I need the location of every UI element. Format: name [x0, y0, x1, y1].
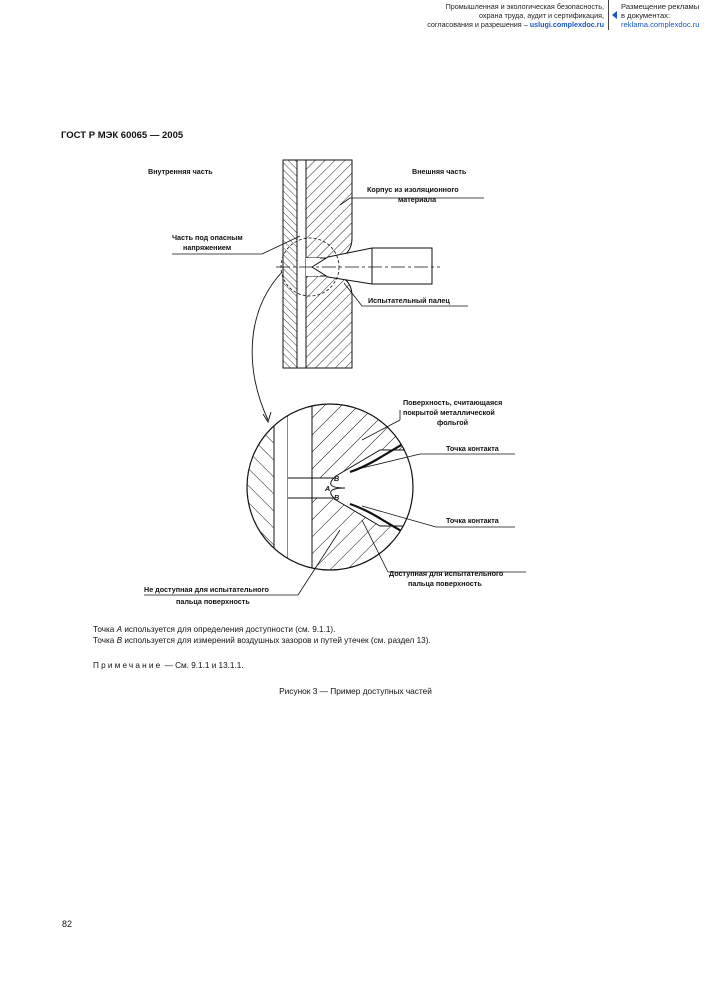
- inner-part-label: Внутренняя часть: [148, 167, 213, 176]
- note: Примечание — См. 9.1.1 и 13.1.1.: [93, 661, 244, 670]
- contact-point-top-label: Точка контакта: [446, 444, 500, 453]
- wall-section-drawing: [276, 159, 440, 369]
- note-text: — См. 9.1.1 и 13.1.1.: [162, 661, 244, 670]
- page-number: 82: [62, 919, 73, 929]
- figure-caption: Рисунок 3 — Пример доступных частей: [279, 686, 432, 696]
- note-label: Примечание: [93, 661, 163, 670]
- point-b-lower-label: B: [334, 493, 339, 502]
- contact-point-bottom-label: Точка контакта: [446, 516, 500, 525]
- line1-suffix: используется для определения доступности…: [122, 625, 336, 634]
- live-part-label-1: Часть под опасным: [172, 233, 243, 242]
- point-a-description: Точка А используется для определения дос…: [93, 624, 335, 635]
- surface-label-2: покрытой металлической: [403, 408, 495, 417]
- ads-line-1: Размещение рекламы: [621, 2, 700, 11]
- housing-label-1: Корпус из изоляционного: [367, 185, 459, 194]
- line1-prefix: Точка: [93, 625, 117, 634]
- surface-label-1: Поверхность, считающаяся: [403, 398, 502, 407]
- banner-line-2: охрана труда, аудит и сертификация,: [479, 11, 604, 20]
- header-banner-ads: Размещение рекламы в документах: reklama…: [621, 2, 711, 29]
- ads-link[interactable]: reklama.complexdoc.ru: [621, 20, 700, 29]
- document-title: ГОСТ Р МЭК 60065 — 2005: [61, 130, 184, 141]
- services-link[interactable]: uslugi.complexdoc.ru: [529, 20, 604, 29]
- line2-prefix: Точка: [93, 636, 117, 645]
- point-b-description: Точка В используется для измерений возду…: [93, 635, 431, 646]
- housing-label-2: материала: [398, 195, 437, 204]
- magnified-detail: [247, 404, 413, 570]
- point-b-upper-label: B: [334, 474, 339, 483]
- point-a-label: A: [324, 484, 330, 493]
- surface-label-3: фольгой: [437, 418, 468, 427]
- header-banner-info: Промышленная и экологическая безопасност…: [408, 2, 604, 29]
- accessible-surface-label-1: Доступная для испытательного: [389, 569, 504, 578]
- arrow-left-icon: [612, 11, 617, 19]
- outer-part-label: Внешняя часть: [412, 167, 467, 176]
- banner-line-3: согласования и разрешения – uslugi.compl…: [408, 20, 604, 29]
- accessible-surface-label-2: пальца поверхность: [408, 579, 482, 588]
- live-part-label-2: напряжением: [183, 243, 231, 252]
- line1-point: А: [116, 625, 123, 634]
- not-accessible-label-1: Не доступная для испытательного: [144, 585, 269, 594]
- test-finger-label: Испытательный палец: [368, 296, 450, 305]
- not-accessible-label-2: пальца поверхность: [176, 597, 250, 606]
- line2-suffix: используется для измерений воздушных заз…: [122, 636, 431, 645]
- line2-point: В: [116, 636, 123, 645]
- banner-divider: [608, 0, 609, 30]
- banner-line-1: Промышленная и экологическая безопасност…: [445, 2, 604, 11]
- banner-line-3-prefix: согласования и разрешения –: [427, 20, 528, 29]
- ads-line-2: в документах:: [621, 11, 671, 20]
